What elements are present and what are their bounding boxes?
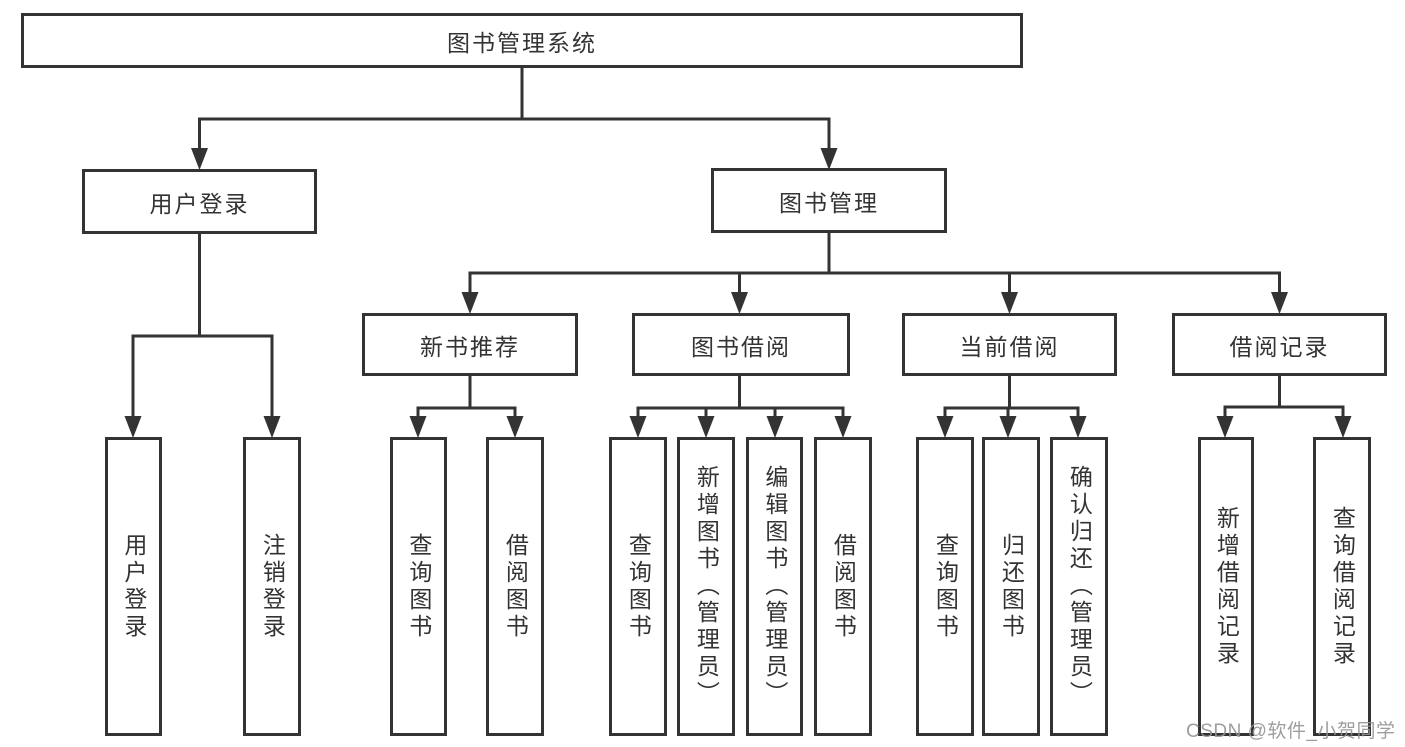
leaf-label: 查询借阅记录	[1329, 505, 1356, 668]
leaf-add-book-admin: 新增图书（管理员）	[677, 437, 735, 736]
leaf-label: 查询图书	[625, 532, 652, 641]
watermark-text: CSDN @软件_小贺同学	[1186, 721, 1396, 742]
node-book-management: 图书管理	[711, 168, 947, 233]
node-label: 新书推荐	[420, 333, 520, 360]
node-current-borrowing: 当前借阅	[902, 313, 1117, 376]
leaf-label: 注销登录	[259, 532, 286, 641]
leaf-logout: 注销登录	[243, 437, 301, 736]
leaf-label: 查询图书	[932, 532, 959, 641]
arrowhead-icons	[124, 148, 1352, 438]
node-library-management-system: 图书管理系统	[21, 13, 1023, 68]
leaf-label: 归还图书	[998, 532, 1025, 641]
node-label: 用户登录	[149, 190, 250, 217]
leaf-user-login: 用户登录	[105, 437, 162, 736]
leaf-query-books-borrowing: 查询图书	[609, 437, 667, 736]
node-book-borrowing: 图书借阅	[632, 313, 850, 376]
leaf-label: 确认归还（管理员）	[1066, 465, 1093, 708]
node-label: 借阅记录	[1229, 333, 1330, 360]
leaf-query-books-recommend: 查询图书	[390, 437, 447, 736]
node-new-book-recommend: 新书推荐	[362, 313, 578, 376]
leaf-return-book: 归还图书	[982, 437, 1040, 736]
leaf-label: 借阅图书	[830, 532, 857, 641]
leaf-query-borrow-record: 查询借阅记录	[1313, 437, 1371, 736]
leaf-edit-book-admin: 编辑图书（管理员）	[746, 437, 803, 736]
leaf-label: 用户登录	[120, 532, 147, 641]
leaf-confirm-return-admin: 确认归还（管理员）	[1050, 437, 1108, 736]
node-borrowing-records: 借阅记录	[1172, 313, 1387, 376]
leaf-label: 新增借阅记录	[1213, 505, 1240, 668]
leaf-label: 编辑图书（管理员）	[761, 465, 788, 708]
leaf-borrow-books-borrowing: 借阅图书	[814, 437, 872, 736]
node-label: 图书管理系统	[447, 29, 597, 56]
leaf-label: 新增图书（管理员）	[693, 465, 720, 708]
leaf-label: 查询图书	[405, 532, 432, 641]
node-label: 图书管理	[779, 189, 879, 216]
leaf-borrow-books-recommend: 借阅图书	[486, 437, 544, 736]
node-label: 当前借阅	[959, 333, 1060, 360]
node-label: 图书借阅	[691, 333, 791, 360]
leaf-label: 借阅图书	[502, 532, 529, 641]
node-user-login: 用户登录	[82, 169, 317, 234]
leaf-add-borrow-record: 新增借阅记录	[1198, 437, 1254, 736]
leaf-query-books-current: 查询图书	[916, 437, 974, 736]
